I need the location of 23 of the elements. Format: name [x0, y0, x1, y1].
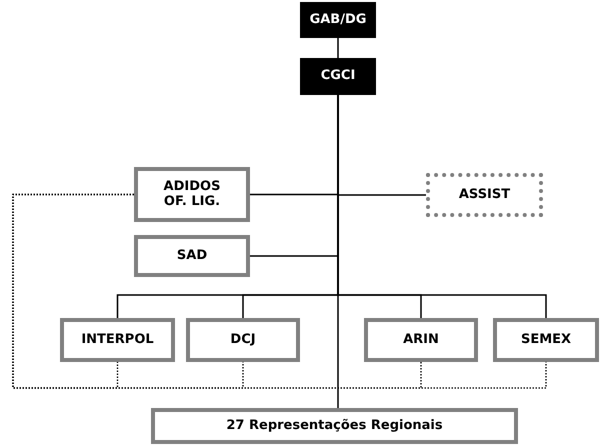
- executive-box: [300, 2, 376, 38]
- dotted-connector: [12, 194, 547, 389]
- unit-name: INTERPOL: [81, 332, 154, 348]
- advisory-box: [426, 173, 543, 217]
- unit-box: [364, 318, 478, 362]
- unit-name: ARIN: [403, 332, 439, 348]
- unit-name: GAB/DG: [310, 12, 366, 28]
- unit-box: [60, 318, 175, 362]
- unit-name: 27 Representações Regionais: [226, 418, 443, 434]
- unit-name: SAD: [176, 248, 208, 264]
- unit-name: DCJ: [230, 332, 256, 348]
- unit-name: SEMEX: [520, 332, 572, 348]
- regional-box: [151, 408, 518, 444]
- unit-name: ADIDOS OF. LIG.: [162, 180, 222, 210]
- connector: [337, 95, 339, 408]
- unit-box: [134, 167, 250, 222]
- coordination-box: [300, 58, 376, 95]
- connector: [337, 38, 339, 58]
- unit-box: [493, 318, 599, 362]
- unit-name: ASSIST: [458, 188, 510, 202]
- unit-box: [134, 235, 250, 277]
- unit-box: [186, 318, 300, 362]
- unit-name: CGCI: [320, 69, 356, 84]
